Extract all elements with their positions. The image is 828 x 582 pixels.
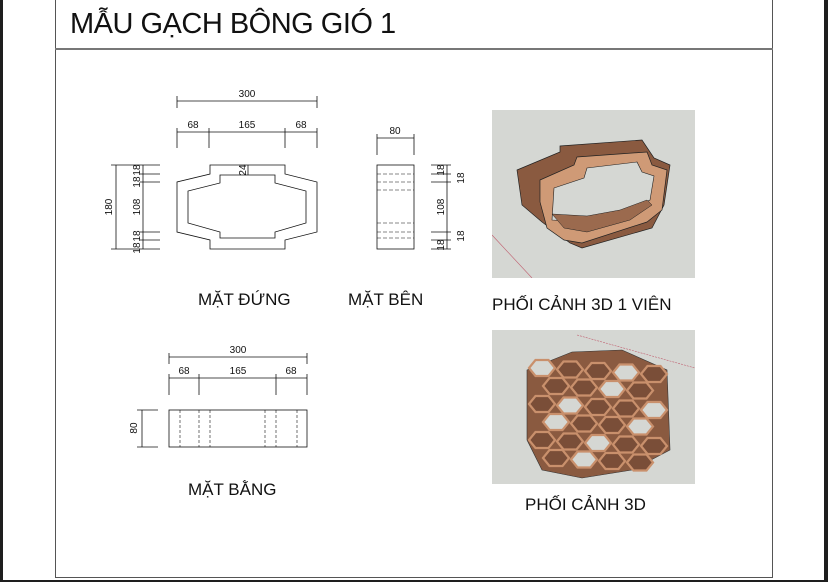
honeycomb-cell <box>625 417 655 436</box>
honeycomb-cell <box>541 412 571 432</box>
side-dim-height-1: 18 <box>436 164 447 176</box>
label-side: MẶT BÊN <box>348 290 424 309</box>
side-dim-depth: 80 <box>389 126 401 137</box>
elevation-dim-inner-offset: 24 <box>238 164 249 176</box>
honeycomb-cell <box>555 396 585 415</box>
honeycomb-cell <box>583 361 613 381</box>
plan-dim-width-left: 68 <box>178 366 190 377</box>
honeycomb-cell <box>611 435 641 454</box>
wall-3d-image <box>526 334 696 479</box>
honeycomb-cell <box>555 432 585 451</box>
honeycomb-cell <box>597 415 627 435</box>
honeycomb-cell <box>569 378 599 397</box>
side-view: 80 18 18 108 18 18 <box>376 126 467 251</box>
plan-dim-overall-width: 300 <box>230 345 247 356</box>
elevation-dim-width-right: 68 <box>295 120 307 131</box>
elevation-dim-width-left: 68 <box>187 120 199 131</box>
honeycomb-cell <box>625 381 655 400</box>
honeycomb-cell <box>569 414 599 433</box>
label-elevation: MẶT ĐỨNG <box>198 290 291 309</box>
honeycomb-cell <box>541 448 571 468</box>
elevation-view: 300 68 165 68 24 180 18 18 108 18 18 <box>104 89 318 254</box>
plan-outline <box>168 409 308 448</box>
honeycomb-cell <box>611 399 641 418</box>
side-dim-height-5: 18 <box>436 239 447 251</box>
honeycomb-cell <box>583 433 613 453</box>
elevation-dim-height-5: 18 <box>132 242 143 254</box>
elevation-dim-height-3: 108 <box>132 198 143 215</box>
honeycomb-cell <box>597 379 627 399</box>
side-dim-height-4: 18 <box>456 230 467 242</box>
title-bar: MẪU GẠCH BÔNG GIÓ 1 <box>55 0 773 50</box>
elevation-dim-overall-height: 180 <box>104 198 115 215</box>
brick-3d-image <box>491 139 671 279</box>
honeycomb-cell <box>569 450 599 469</box>
elevation-outer-outline <box>176 164 318 250</box>
honeycomb-cell <box>611 363 641 382</box>
page-title: MẪU GẠCH BÔNG GIÓ 1 <box>70 8 396 40</box>
honeycomb-cell <box>555 360 585 379</box>
honeycomb-cell <box>527 358 557 378</box>
honeycomb-cell <box>639 400 669 420</box>
label-perspective-wall: PHỐI CẢNH 3D <box>525 495 646 514</box>
side-dim-height-2: 18 <box>456 172 467 184</box>
honeycomb-cell <box>583 397 613 417</box>
honeycomb-cell <box>625 453 655 472</box>
label-plan: MẶT BẰNG <box>188 480 277 499</box>
elevation-dim-height-2: 18 <box>132 176 143 188</box>
side-dim-height-3: 108 <box>436 198 447 215</box>
sheet-frame <box>55 0 773 578</box>
honeycomb-cell <box>527 394 557 414</box>
honeycomb-cell <box>597 451 627 471</box>
perspective-single-render <box>491 110 695 279</box>
elevation-dim-height-4: 18 <box>132 230 143 242</box>
perspective-wall-render <box>492 330 696 484</box>
elevation-dim-height-1: 18 <box>132 164 143 176</box>
honeycomb-cell <box>639 364 669 384</box>
elevation-dim-overall-width: 300 <box>239 89 256 100</box>
honeycomb-cell <box>639 436 669 456</box>
plan-dim-width-right: 68 <box>285 366 297 377</box>
honeycomb-cell <box>527 430 557 450</box>
side-outline <box>376 164 415 250</box>
label-perspective-single: PHỐI CẢNH 3D 1 VIÊN <box>492 295 672 314</box>
plan-view: 300 68 165 68 80 <box>129 345 308 448</box>
plan-dim-width-middle: 165 <box>230 366 247 377</box>
elevation-dim-width-middle: 165 <box>239 120 256 131</box>
elevation-inner-outline <box>187 174 307 239</box>
honeycomb-cell <box>541 376 571 396</box>
plan-dim-depth: 80 <box>129 422 140 434</box>
